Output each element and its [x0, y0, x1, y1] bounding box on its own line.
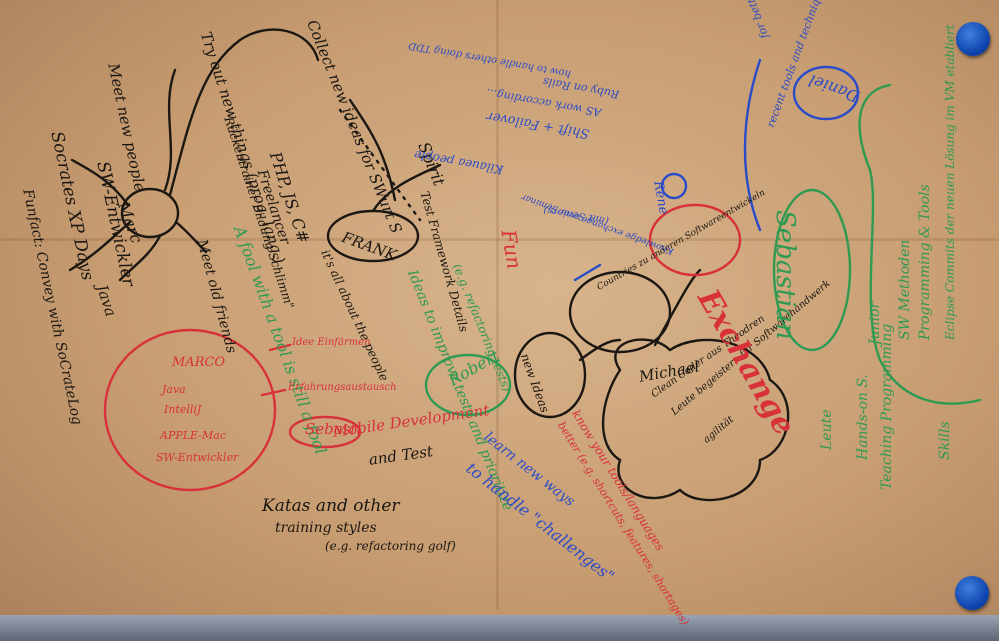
sebastian-skills: Skills: [937, 421, 953, 460]
daniel-small-circle: [660, 172, 688, 200]
sebastian-programming-tools: Programming & Tools: [917, 184, 933, 340]
connector-line: [348, 98, 397, 202]
connector-line: [70, 158, 130, 207]
connector-line: [578, 338, 622, 362]
connector-line: [371, 163, 442, 213]
connector-line: [174, 220, 208, 254]
pin-icon: [955, 576, 989, 610]
sebi-circle: [288, 415, 362, 449]
connector-line: [168, 28, 320, 197]
sebastian-junior: Junior: [867, 301, 883, 345]
connector-line: [68, 220, 132, 272]
sebastian-center-label: Sebastian: [770, 210, 800, 340]
marc-circle: [120, 187, 180, 239]
paper-crease: [496, 0, 499, 610]
sebastian-leute: Leute: [819, 409, 835, 450]
robert-circle: [424, 353, 512, 417]
sebastian-eclipse: Eclipse Commits der neuen Lösung im VM e…: [943, 24, 957, 340]
connector-line: [260, 388, 287, 397]
katas-line3: (e.g. refactoring golf): [325, 539, 456, 553]
marco-center-label: MARCO: [172, 355, 226, 370]
paper-crease: [0, 238, 999, 241]
sebastian-bracket: [858, 83, 982, 405]
sebastian-teaching: Teaching Programming: [879, 323, 895, 490]
connector-line: [118, 234, 162, 282]
pin-icon: [956, 22, 990, 56]
daniel-circle: [792, 65, 860, 121]
marco-intellij: IntelliJ: [164, 403, 202, 416]
marco-erfahrung: Erfahrungsaustausch: [288, 382, 397, 393]
michael-cloud: [601, 338, 790, 502]
countries-circle: [568, 270, 672, 354]
paper-bottom-edge: [0, 615, 999, 641]
marco-sw-entwickler: SW-Entwickler: [156, 451, 239, 464]
marco-circle: [103, 328, 277, 492]
sebastian-sw-methoden: SW Methoden: [897, 239, 913, 340]
connector-line: [653, 268, 702, 347]
connector-line: [163, 68, 177, 192]
daniel-bracket: [743, 58, 762, 232]
katas-line1: Katas and other: [262, 496, 400, 516]
connector-line: [268, 343, 292, 352]
marco-idee: Idee Einfärmen: [292, 337, 371, 348]
sebi-center-label: Sebasti: [305, 420, 362, 438]
new-ideas-circle: [513, 331, 587, 419]
katas-line2: training styles: [275, 520, 377, 536]
marco-apple: APPLE-Mac: [160, 429, 226, 442]
marco-java: Java: [162, 383, 186, 396]
sebastian-circle: [772, 188, 852, 352]
rene-circle: [648, 203, 742, 277]
sebastian-hands-on: Hands-on S.: [855, 374, 871, 460]
connector-line: [573, 263, 602, 282]
fun-note: Fun: [496, 227, 527, 271]
